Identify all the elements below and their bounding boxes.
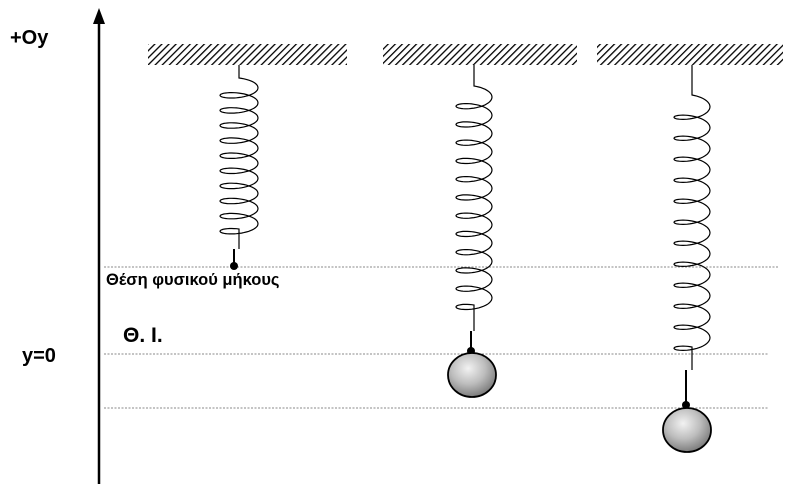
- ceiling-2: [383, 44, 577, 65]
- spring-3-end-point: [682, 401, 690, 409]
- spring-3: [673, 65, 711, 370]
- spring-2: [455, 65, 493, 331]
- mass-equilibrium: [447, 352, 497, 398]
- ceiling-3: [597, 44, 783, 65]
- equilibrium-label: Θ. Ι.: [123, 324, 163, 347]
- natural-length-label: Θέση φυσικού μήκους: [106, 271, 280, 289]
- axis-label: +Oy: [10, 27, 49, 49]
- origin-label: y=0: [22, 345, 56, 367]
- mass-extended: [662, 407, 712, 453]
- y-axis-arrowhead: [93, 8, 105, 24]
- spring-1: [219, 65, 259, 249]
- ceiling-1: [148, 44, 347, 65]
- spring-1-end-point: [230, 262, 238, 270]
